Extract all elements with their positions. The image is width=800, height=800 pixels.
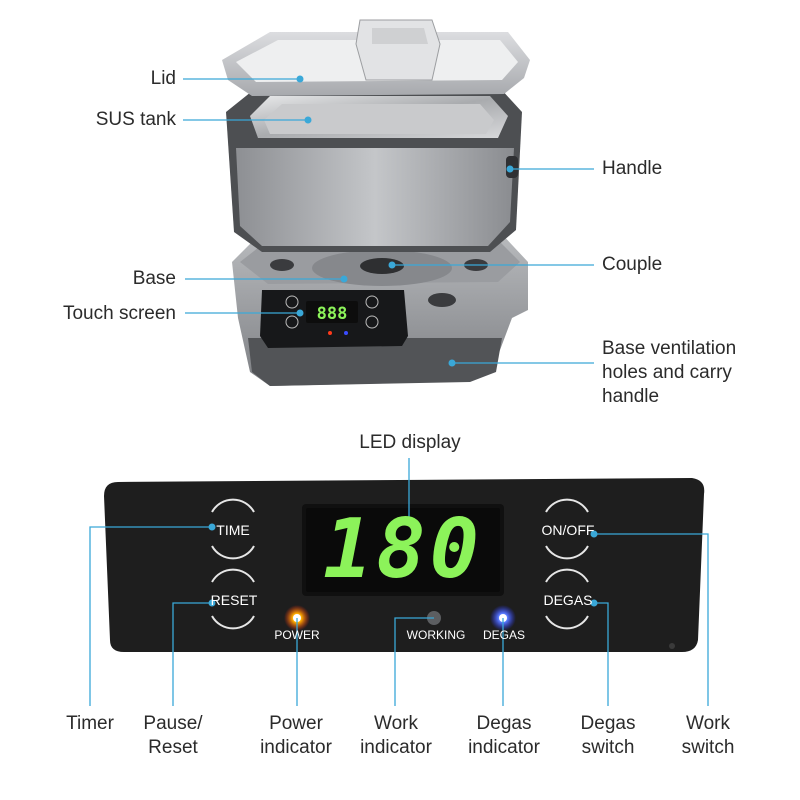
label-pause-reset: Pause/ Reset bbox=[143, 713, 203, 758]
leader-lines bbox=[89, 78, 709, 706]
label-handle: Handle bbox=[602, 158, 663, 179]
lid bbox=[222, 19, 530, 96]
degas-button[interactable]: DEGAS bbox=[543, 592, 593, 608]
label-led-display: LED display bbox=[359, 432, 461, 453]
label-lid: Lid bbox=[150, 68, 176, 89]
working-label: WORKING bbox=[406, 628, 466, 642]
tank-body bbox=[226, 88, 522, 252]
label-degas-indicator: Degas indicator bbox=[468, 713, 540, 758]
label-timer: Timer bbox=[66, 713, 114, 734]
label-sus-tank: SUS tank bbox=[95, 109, 176, 130]
label-base-ventilation: Base ventilation holes and carry handle bbox=[602, 338, 737, 407]
led-display-value: 180 bbox=[322, 502, 484, 597]
label-work-switch: Work switch bbox=[681, 713, 735, 758]
label-degas-switch: Degas switch bbox=[580, 713, 636, 758]
label-couple: Couple bbox=[602, 254, 663, 275]
degas-indicator-label: DEGAS bbox=[482, 628, 525, 642]
label-work-indicator: Work indicator bbox=[360, 713, 432, 758]
reset-button[interactable]: RESET bbox=[210, 592, 258, 608]
control-panel bbox=[104, 478, 705, 652]
svg-text:888: 888 bbox=[317, 304, 348, 324]
onoff-button[interactable]: ON/OFF bbox=[541, 522, 595, 538]
power-label: POWER bbox=[274, 628, 320, 642]
label-touch-screen: Touch screen bbox=[62, 303, 176, 324]
label-power-indicator: Power indicator bbox=[260, 713, 332, 758]
label-base: Base bbox=[132, 268, 176, 289]
leader-dots bbox=[208, 75, 598, 607]
base-unit: 888 bbox=[232, 232, 528, 386]
time-button[interactable]: TIME bbox=[216, 522, 250, 538]
